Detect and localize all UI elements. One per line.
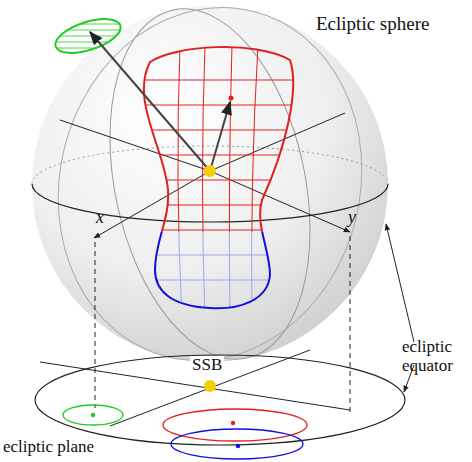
figure-title: Ecliptic sphere bbox=[316, 14, 429, 35]
axis-label: y bbox=[348, 208, 356, 228]
callout-label: ecliptic equator bbox=[402, 338, 468, 375]
point-label: SSB bbox=[190, 356, 224, 375]
plane-label: ecliptic plane bbox=[3, 438, 94, 457]
axis-label: x bbox=[96, 208, 104, 228]
